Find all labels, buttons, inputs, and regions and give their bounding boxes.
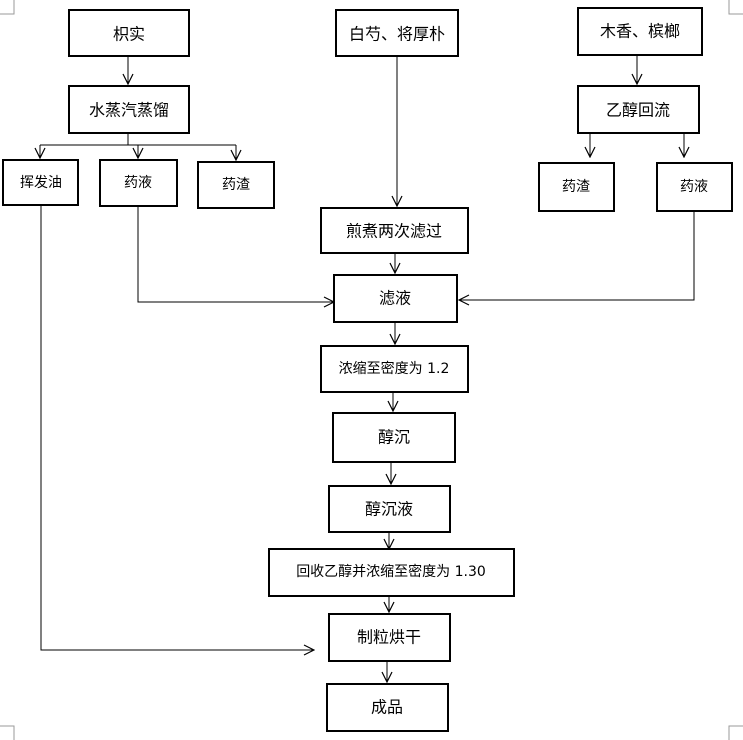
node-product-label: 成品	[371, 698, 403, 717]
node-alcohol-precip-label: 醇沉	[378, 428, 410, 447]
node-residue-right-label: 药渣	[562, 179, 590, 195]
node-concentrate: 浓缩至密度为 1.2	[320, 345, 469, 393]
node-baishao-houpu: 白芍、将厚朴	[335, 9, 459, 57]
crop-mark-bottom-right	[728, 725, 743, 740]
node-residue-right: 药渣	[538, 162, 615, 212]
edges	[40, 55, 695, 682]
crop-mark-bottom-left	[0, 725, 15, 740]
node-zhishi-label: 枳实	[113, 25, 145, 44]
node-steam-distill-label: 水蒸汽蒸馏	[89, 101, 169, 120]
node-decoct-filter-label: 煎煮两次滤过	[346, 222, 442, 241]
node-product: 成品	[326, 683, 449, 732]
node-liquid-left-label: 药液	[124, 175, 152, 191]
node-alcohol-precip-liquid: 醇沉液	[328, 485, 451, 533]
node-ethanol-reflux: 乙醇回流	[577, 85, 700, 134]
node-recover-concentrate: 回收乙醇并浓缩至密度为 1.30	[268, 548, 515, 597]
node-alcohol-precip-liquid-label: 醇沉液	[365, 500, 413, 519]
node-granulate-dry-label: 制粒烘干	[357, 628, 421, 647]
node-recover-concentrate-label: 回收乙醇并浓缩至密度为 1.30	[296, 563, 486, 580]
node-baishao-houpu-label: 白芍、将厚朴	[349, 25, 445, 44]
node-steam-distill: 水蒸汽蒸馏	[68, 85, 190, 134]
node-muxiang-binglang: 木香、槟榔	[577, 7, 703, 56]
edge-liquid-left-to-filtrate	[137, 206, 334, 302]
crop-mark-top-right	[728, 0, 743, 15]
node-liquid-right: 药液	[656, 162, 733, 212]
node-zhishi: 枳实	[68, 9, 190, 57]
node-concentrate-label: 浓缩至密度为 1.2	[339, 360, 450, 377]
node-decoct-filter: 煎煮两次滤过	[320, 207, 469, 254]
node-muxiang-binglang-label: 木香、槟榔	[600, 22, 680, 41]
node-alcohol-precip: 醇沉	[332, 412, 456, 463]
node-residue-left: 药渣	[197, 161, 275, 209]
node-residue-left-label: 药渣	[222, 177, 250, 193]
node-liquid-left: 药液	[99, 159, 178, 207]
node-liquid-right-label: 药液	[680, 179, 708, 195]
edge-steam-split-bar	[40, 133, 236, 146]
edge-liquid-right-to-filtrate	[459, 211, 695, 300]
node-filtrate-label: 滤液	[379, 289, 411, 308]
node-volatile-oil-label: 挥发油	[20, 175, 62, 191]
node-volatile-oil: 挥发油	[2, 159, 79, 206]
edge-oil-to-granulate	[40, 205, 314, 650]
node-ethanol-reflux-label: 乙醇回流	[606, 101, 670, 120]
node-filtrate: 滤液	[333, 274, 458, 323]
node-granulate-dry: 制粒烘干	[328, 613, 451, 662]
crop-mark-top-left	[0, 0, 15, 15]
